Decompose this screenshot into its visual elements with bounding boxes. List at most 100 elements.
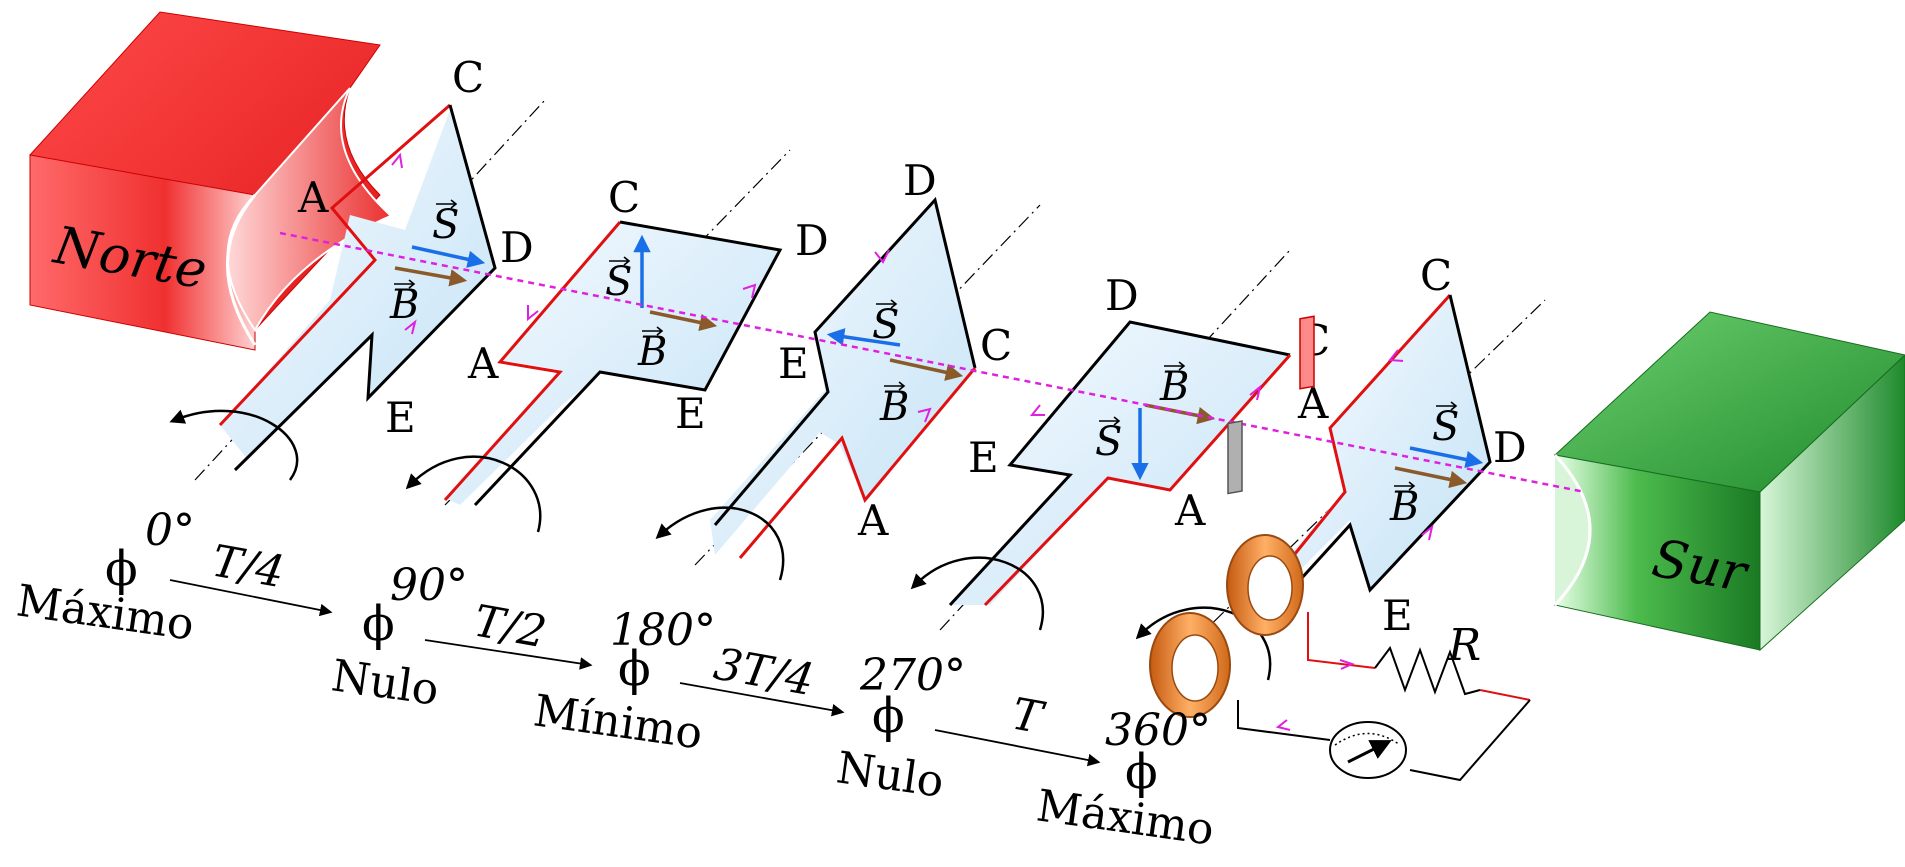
north-magnet: Norte	[29, 11, 411, 351]
vertex-d: D	[1493, 423, 1527, 472]
loop-wire-red	[443, 221, 622, 502]
north-magnet-edge	[226, 194, 257, 346]
flux-state: Nulo	[833, 742, 946, 807]
loop-surface	[220, 110, 495, 460]
b-vector-label: B	[389, 282, 419, 328]
current-arrow-icon	[1421, 524, 1434, 541]
vector-overbar-icon	[884, 381, 906, 391]
phi-symbol: ϕ	[105, 541, 138, 597]
phi-symbol: ϕ	[872, 688, 905, 744]
loop-position-270: A C D E S B	[910, 271, 1330, 631]
vertex-a: A	[297, 173, 329, 222]
resistor-label: R	[1447, 620, 1481, 671]
loop-wire-black	[948, 320, 1291, 607]
loop-position-180: A C D E S B	[655, 156, 1012, 581]
s-vector-label: S	[1095, 419, 1122, 465]
angle-label: 90°	[390, 560, 468, 611]
area-vector-s	[411, 245, 486, 268]
flux-state: Máximo	[1033, 780, 1217, 855]
state-270: 270° ϕ Nulo	[833, 650, 966, 808]
state-labels: 0° ϕ Máximo 90° ϕ Nulo 180° ϕ Mínimo 270…	[13, 505, 1217, 856]
vertex-a: A	[467, 339, 499, 388]
loop-position-0: A C D E S B	[169, 53, 534, 481]
transition-arrow	[679, 682, 845, 717]
area-vector-s	[826, 328, 901, 347]
loop-surface	[710, 200, 975, 555]
vertex-c: C	[1420, 251, 1452, 300]
vertex-e: E	[968, 433, 999, 482]
resistor-icon	[1374, 645, 1481, 696]
vector-overbar-icon	[1394, 481, 1416, 491]
vertex-c: C	[452, 53, 484, 102]
field-vector-b	[649, 310, 718, 332]
phi-symbol: ϕ	[362, 596, 395, 652]
rotation-arrow-icon	[910, 556, 1044, 631]
rotation-arrow-icon	[1135, 606, 1272, 681]
flux-state: Mínimo	[530, 685, 705, 759]
state-360: 360° ϕ Máximo	[1033, 705, 1217, 856]
loop-wire-black	[233, 104, 497, 472]
rotation-arrow-icon	[655, 506, 785, 581]
b-vector-label: B	[879, 384, 909, 430]
vertex-a: A	[857, 496, 889, 545]
external-circuit: R	[1149, 315, 1531, 782]
south-magnet: Sur	[1553, 311, 1905, 652]
state-90: 90° ϕ Nulo	[328, 560, 468, 716]
vertex-e: E	[675, 389, 706, 438]
field-vector-b	[1394, 466, 1468, 489]
vector-overbar-icon	[1436, 401, 1458, 411]
b-vector-label: B	[1159, 364, 1189, 410]
field-vector-b	[394, 266, 468, 287]
loop-wire-black	[473, 220, 783, 507]
loop-wire-red	[1288, 293, 1452, 561]
vertex-e: E	[385, 393, 416, 442]
vertex-d: D	[500, 223, 534, 272]
s-vector-label: S	[432, 202, 459, 248]
wire-resistor-out	[1479, 689, 1531, 701]
flux-state: Máximo	[13, 575, 197, 650]
brush-front	[1227, 420, 1243, 495]
current-arrow-icon	[1388, 349, 1404, 362]
phi-symbol: ϕ	[1125, 744, 1158, 800]
vector-overbar-icon	[436, 199, 458, 209]
rotation-arrow-icon	[405, 455, 542, 533]
vertex-d: D	[795, 216, 829, 265]
vector-overbar-icon	[609, 256, 631, 266]
loop-wire-black	[1298, 294, 1492, 593]
phi-symbol: ϕ	[618, 641, 651, 697]
current-arrow-icon	[404, 319, 417, 335]
brush-back	[1299, 315, 1315, 390]
transition-arrow	[934, 729, 1101, 767]
angle-label: 360°	[1105, 705, 1211, 756]
loop-surface	[1290, 295, 1490, 590]
period-label: T	[1008, 689, 1049, 745]
vertex-a: A	[1174, 486, 1206, 535]
south-magnet-pole-face	[1553, 453, 1592, 607]
vector-overbar-icon	[1099, 416, 1121, 426]
vector-overbar-icon	[1164, 361, 1186, 371]
angle-label: 270°	[859, 650, 966, 701]
angle-label: 0°	[145, 505, 195, 556]
area-vector-s	[1409, 446, 1484, 469]
vector-overbar-icon	[394, 279, 416, 289]
transition-arrow	[424, 639, 593, 670]
slip-ring-back-hole	[1247, 555, 1293, 621]
field-vector-b	[889, 358, 964, 381]
loop-wire-black	[713, 196, 977, 526]
loop-surface	[950, 322, 1290, 605]
s-vector-label: S	[1432, 404, 1459, 450]
current-arrow-icon	[1275, 719, 1291, 731]
vertex-d: D	[903, 156, 937, 205]
period-label: T/2	[470, 596, 550, 659]
state-0: 0° ϕ Máximo	[13, 505, 197, 651]
current-arrow-icon	[1249, 384, 1262, 401]
s-vector-label: S	[872, 302, 899, 348]
current-arrow-icon	[917, 407, 932, 423]
loop-wire-red	[738, 367, 977, 559]
vector-overbar-icon	[642, 326, 664, 336]
wire-return	[1409, 699, 1531, 782]
loop-surface	[445, 222, 780, 505]
current-arrow-icon	[1339, 659, 1355, 670]
